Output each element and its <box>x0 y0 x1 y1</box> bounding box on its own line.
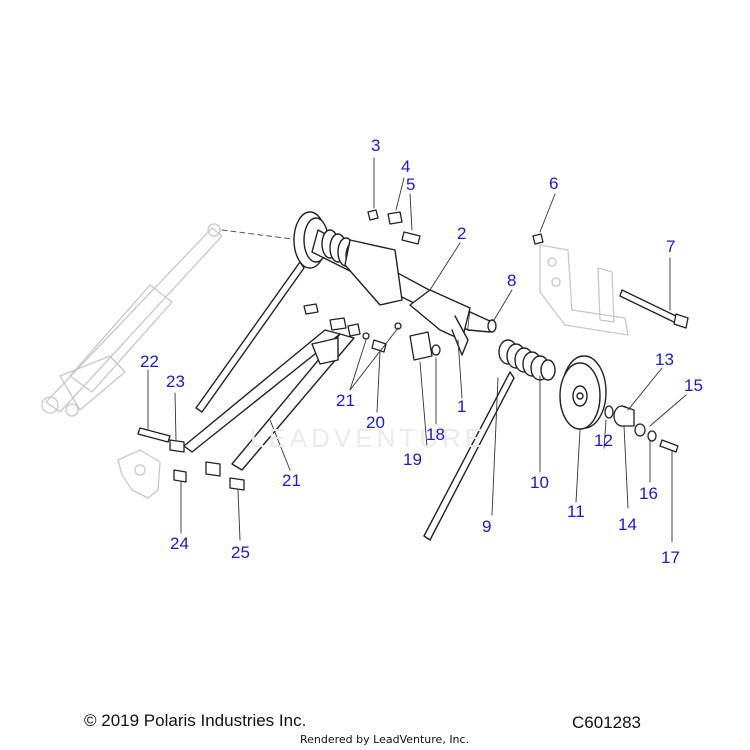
callout-26: 25 <box>231 543 250 562</box>
callout-3: 3 <box>371 136 381 155</box>
callout-9: 9 <box>482 517 492 536</box>
spring-rod-left <box>195 261 305 413</box>
callout-4: 4 <box>401 157 411 176</box>
ghost-shock-absorber <box>41 223 301 417</box>
callout-21: 21 <box>336 391 355 410</box>
top-hardware <box>367 209 544 245</box>
callout-25: 24 <box>170 534 189 553</box>
callout-6: 6 <box>549 174 559 193</box>
callout-20: 20 <box>366 413 385 432</box>
callout-8: 8 <box>507 271 517 290</box>
callout-15: 15 <box>684 376 703 395</box>
callout-24: 23 <box>166 372 185 391</box>
torsion-spring-right <box>423 339 556 541</box>
pivot-shaft-assembly <box>293 211 497 356</box>
a-frame-link <box>183 329 355 471</box>
lower-hardware <box>137 303 402 491</box>
callout-11: 11 <box>567 502 585 521</box>
bumper-hardware <box>409 331 441 361</box>
long-bolt <box>619 289 689 329</box>
callout-10: 10 <box>530 473 549 492</box>
callout-19: 19 <box>403 450 422 469</box>
callout-13: 13 <box>655 350 674 369</box>
callout-12: 12 <box>594 431 613 450</box>
callout-7: 7 <box>666 237 676 256</box>
callout-17: 17 <box>661 548 680 567</box>
wheel-hardware <box>604 405 679 453</box>
ghost-mount-bracket <box>539 244 629 336</box>
watermark: LEADVENTURE <box>250 423 487 453</box>
diagram-code: C601283 <box>572 713 642 732</box>
callout-5: 5 <box>406 175 416 194</box>
callout-18: 18 <box>426 425 445 444</box>
callout-14: 14 <box>618 515 637 534</box>
idler-wheel <box>559 355 607 430</box>
callout-16: 16 <box>639 484 658 503</box>
callout-23: 22 <box>140 352 159 371</box>
rendered-by-text: Rendered by LeadVenture, Inc. <box>300 733 470 746</box>
callout-22: 21 <box>282 471 301 490</box>
ghost-pivot-bracket <box>117 449 161 499</box>
copyright-text: © 2019 Polaris Industries Inc. <box>84 711 307 730</box>
callout-1: 1 <box>457 397 467 416</box>
callout-2: 2 <box>457 224 467 243</box>
leader-lines <box>147 157 687 543</box>
